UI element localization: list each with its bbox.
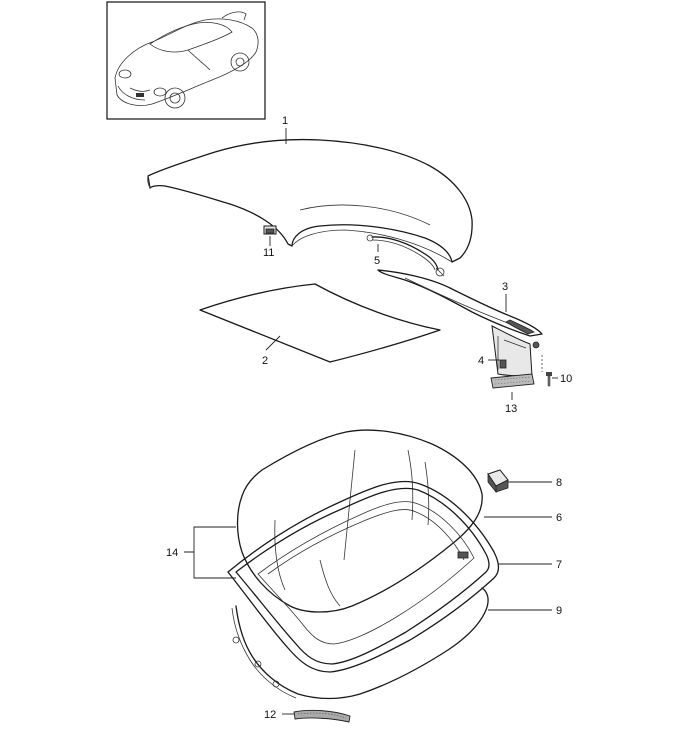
callout-4: 4 <box>478 355 484 367</box>
callout-14: 14 <box>166 547 178 559</box>
callout-12: 12 <box>264 709 276 721</box>
seal-part-9 <box>231 587 489 700</box>
seal-strip-part-13 <box>490 373 535 389</box>
screw-part-10 <box>541 355 552 387</box>
callout-8: 8 <box>556 477 562 489</box>
callout-13: 13 <box>505 403 517 415</box>
trim-strip-part-3 <box>377 269 543 337</box>
car-thumbnail <box>106 1 266 120</box>
car-icon <box>114 11 259 109</box>
block-part-8 <box>487 469 509 494</box>
callout-7: 7 <box>556 559 562 571</box>
cable-part-5 <box>366 234 445 277</box>
callout-5: 5 <box>374 255 380 267</box>
bracket-14 <box>184 526 236 579</box>
callout-1: 1 <box>282 115 288 127</box>
clip-part-11 <box>263 225 277 235</box>
callout-labels: 1 2 3 4 5 6 7 8 9 10 11 12 13 14 <box>166 115 572 721</box>
callout-6: 6 <box>556 512 562 524</box>
callout-2: 2 <box>262 355 268 367</box>
roof-panel <box>147 138 473 263</box>
callout-3: 3 <box>502 281 508 293</box>
callout-10: 10 <box>560 373 572 385</box>
headliner-panel <box>199 283 441 363</box>
callout-9: 9 <box>556 605 562 617</box>
frame-part-7 <box>227 480 500 673</box>
bracket-part-4 <box>491 325 540 377</box>
seal-strip-part-12 <box>293 709 351 723</box>
glass-panel-part-6 <box>236 429 483 613</box>
leader-2 <box>265 335 281 351</box>
leader-lines <box>184 128 558 715</box>
callout-11: 11 <box>263 247 274 259</box>
